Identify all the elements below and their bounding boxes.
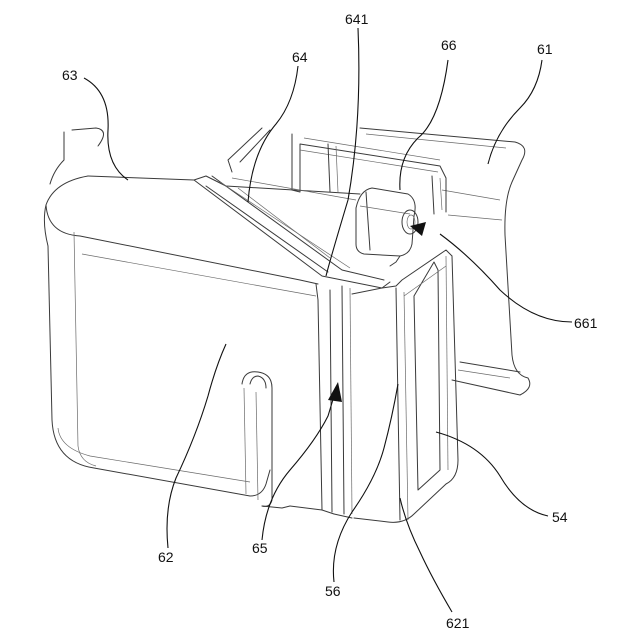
- label-61: 61: [537, 41, 553, 57]
- leader-54: [436, 432, 548, 516]
- label-661: 661: [574, 315, 598, 331]
- rib-65: [290, 284, 352, 518]
- main-block-62: [44, 128, 318, 508]
- leader-66: [400, 60, 448, 190]
- leader-lines: [84, 28, 572, 612]
- arrow-65: [328, 382, 342, 402]
- leader-65: [262, 396, 334, 540]
- label-65: 65: [252, 540, 268, 556]
- label-56: 56: [325, 583, 341, 599]
- guide-groove-64: [194, 176, 390, 288]
- label-66: 66: [441, 37, 457, 53]
- back-clip: [228, 128, 446, 214]
- label-63: 63: [62, 67, 78, 83]
- knob-66: [356, 188, 418, 266]
- rear-housing-61: [360, 128, 530, 395]
- label-64: 64: [292, 49, 308, 65]
- corner-621: [352, 250, 458, 522]
- label-54: 54: [552, 509, 568, 525]
- label-62: 62: [158, 549, 174, 565]
- leader-61: [488, 60, 542, 164]
- label-641: 641: [345, 11, 369, 27]
- leader-63: [84, 78, 128, 180]
- label-621: 621: [446, 615, 470, 631]
- leader-62: [167, 344, 226, 548]
